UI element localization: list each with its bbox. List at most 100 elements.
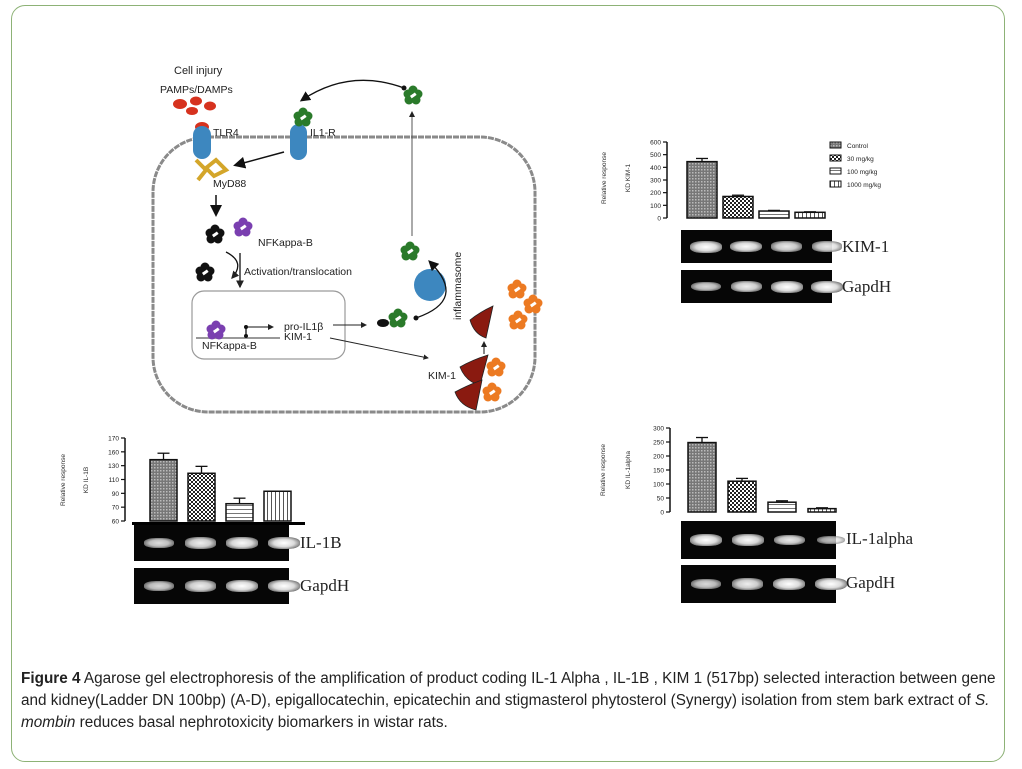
- bar-control: [687, 441, 717, 513]
- y-tick-label: 100: [653, 482, 664, 489]
- y-tick-label: 200: [653, 454, 664, 461]
- ikb-degraded-icon: [195, 262, 215, 282]
- y-tick-label: 250: [653, 440, 664, 447]
- gel-band: [268, 580, 300, 592]
- y-tick-label: 130: [108, 463, 119, 470]
- gel-band: [144, 581, 174, 591]
- gel-label-target: KIM-1: [842, 237, 890, 256]
- gel-band: [811, 241, 843, 252]
- y-axis-label: Relative response: [600, 444, 607, 496]
- bar-1000-mg-kg: [794, 211, 826, 219]
- gel-band: [268, 537, 300, 549]
- y-tick-label: 160: [108, 449, 119, 456]
- gel-target: [681, 230, 843, 263]
- pro-il1b-icon: [388, 308, 408, 328]
- gel-label-target: IL-1alpha: [846, 529, 914, 548]
- gel-reference: [134, 568, 300, 604]
- bar-100-mg-kg: [767, 501, 797, 513]
- bar-1000-mg-kg: [263, 490, 292, 522]
- bar-30-mg-kg: [722, 195, 754, 219]
- gel-band: [770, 280, 803, 293]
- gel-label-reference: GapdH: [846, 573, 896, 592]
- gel-band: [731, 534, 764, 546]
- label-nfkappab-cyto: NFKappa-B: [258, 237, 313, 249]
- legend-swatch: [829, 167, 842, 175]
- y-tick-label: 0: [657, 216, 661, 223]
- y-tick-label: 110: [109, 477, 120, 484]
- nfkappab-icon: [233, 217, 253, 237]
- gel-band: [815, 578, 847, 590]
- legend-label: 1000 mg/kg: [847, 182, 881, 189]
- y-tick-label: 200: [650, 190, 661, 197]
- label-activation: Activation/translocation: [244, 266, 352, 278]
- gel-band: [773, 578, 806, 590]
- tlr4-receptor-icon: [193, 126, 211, 159]
- gel-label-reference: GapdH: [300, 576, 350, 595]
- gel-band: [730, 240, 763, 253]
- kim1-receptor-icons: [454, 305, 494, 411]
- gel-reference: [681, 270, 843, 303]
- gel-band: [690, 534, 722, 546]
- legend-label: Control: [847, 143, 869, 150]
- ikb-icon: [205, 224, 225, 244]
- il1r-receptor-icon: [290, 124, 307, 160]
- gel-band: [143, 537, 175, 549]
- gel-label-reference: GapdH: [842, 277, 892, 296]
- label-pro-il1b: pro-IL1β: [284, 321, 323, 333]
- mature-il1b-icon: [400, 241, 420, 261]
- label-myd88: MyD88: [213, 178, 246, 190]
- arrow-kim1: [329, 337, 429, 360]
- gel-band: [185, 580, 217, 592]
- y-tick-label: 300: [653, 426, 664, 433]
- bar-30-mg-kg: [727, 480, 757, 513]
- gel-band: [226, 580, 259, 592]
- arrow-il1r-to-myd88: [233, 151, 285, 169]
- legend-label: 100 mg/kg: [847, 169, 878, 176]
- label-nfkappab-nucleus: NFKappa-B: [202, 340, 257, 352]
- arrow-degradation: [225, 251, 240, 279]
- y-tick-label: 100: [650, 203, 661, 210]
- legend-label: 30 mg/kg: [847, 156, 874, 163]
- gel-band: [811, 280, 843, 293]
- gel-band: [226, 537, 259, 549]
- y-tick-label: 170: [108, 436, 119, 443]
- y-tick-label: 300: [650, 178, 661, 185]
- y-tick-label: 150: [653, 468, 664, 475]
- label-il1r: IL1-R: [310, 127, 336, 139]
- caption-part: Agarose gel electrophoresis of the ampli…: [21, 670, 996, 709]
- bar-100-mg-kg: [758, 210, 790, 219]
- gel-band: [185, 537, 217, 549]
- y-axis-label-2: KD KIM-1: [625, 164, 632, 193]
- gel-target: [681, 521, 846, 559]
- inflammasome-icon: [414, 269, 446, 301]
- arrow-inflammasome-cycle: [415, 260, 447, 319]
- figure-caption: Figure 4 Agarose gel electrophoresis of …: [21, 668, 996, 734]
- y-tick-label: 400: [650, 165, 661, 172]
- bar-1000-mg-kg: [807, 507, 837, 513]
- cycle-dot: [413, 315, 419, 321]
- figure-label: Figure 4: [21, 670, 81, 687]
- y-axis-label-2: KD IL-1B: [83, 467, 90, 493]
- promoter-dot-2: [244, 334, 248, 338]
- cell-membrane: [151, 135, 537, 414]
- pathway-diagram: Cell injury PAMPs/DAMPs TLR4 IL1-R MyD88…: [151, 65, 543, 414]
- gel-band: [773, 534, 805, 546]
- legend-swatch: [829, 154, 842, 162]
- pro-domain-icon: [377, 319, 389, 327]
- y-tick-label: 70: [112, 505, 120, 512]
- gel-top-edge: [132, 522, 305, 525]
- gel-band: [730, 280, 762, 293]
- gel-label-target: IL-1B: [300, 533, 342, 552]
- bar-control: [149, 458, 178, 522]
- gel-band: [691, 281, 721, 292]
- gel-band: [690, 240, 722, 253]
- pamps-icon: [173, 96, 216, 132]
- y-tick-label: 600: [650, 140, 661, 147]
- y-axis-label: Relative response: [60, 454, 67, 506]
- caption-species: S. mombin: [21, 692, 990, 731]
- y-axis-label-2: KD IL-1alpha: [625, 451, 632, 489]
- label-cell-injury: Cell injury: [174, 65, 223, 77]
- gel-reference: [681, 565, 847, 603]
